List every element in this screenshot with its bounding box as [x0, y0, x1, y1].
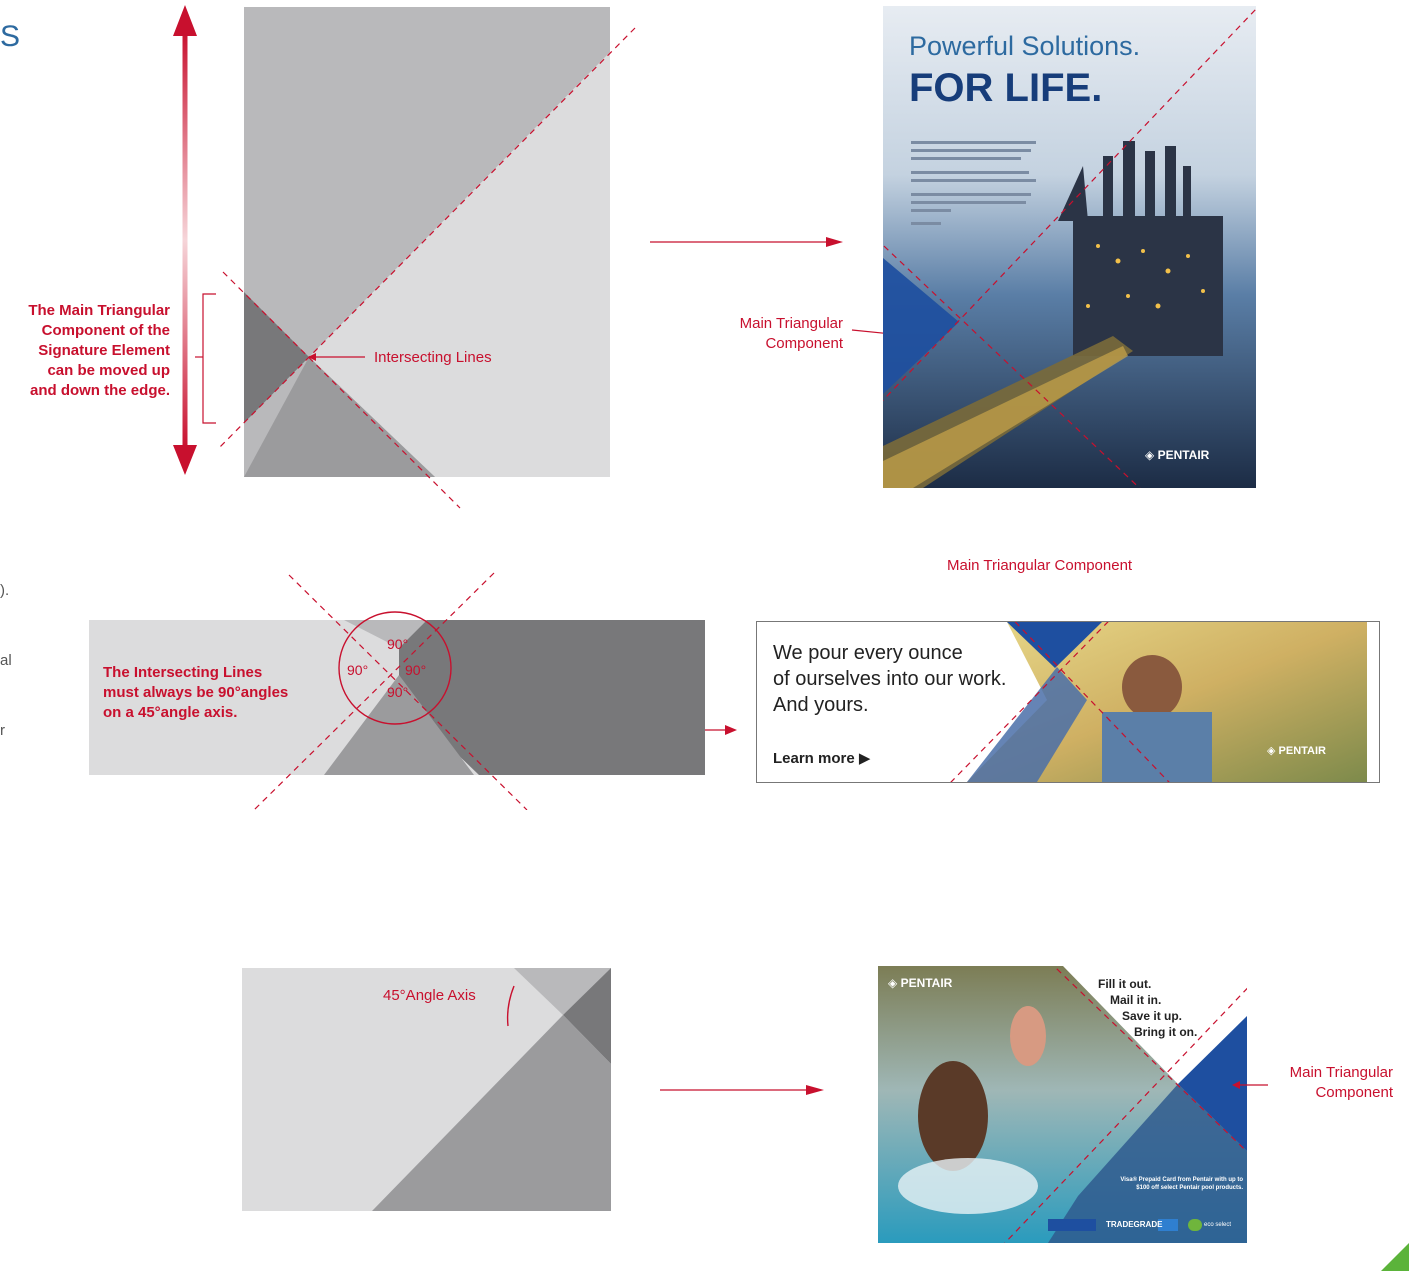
pool-callout-label: Main Triangular Component [1289, 1064, 1393, 1101]
learn-more-link[interactable]: Learn more ▶ [773, 750, 871, 767]
cut-off-text-1: ). [0, 582, 10, 599]
angle-right: 90° [405, 662, 426, 678]
banner-pentair-logo: ◈ PENTAIR [1267, 745, 1326, 757]
banner-ad: We pour every ounce of ourselves into ou… [756, 621, 1380, 783]
cut-off-heading: S [0, 20, 21, 53]
pentair-logo-icon: ◈ [1267, 745, 1279, 757]
vertical-double-arrow-icon [173, 5, 197, 475]
pool-callout-pointer-icon [1232, 1081, 1268, 1089]
angle-bottom: 90° [387, 684, 408, 700]
eco-select-logo: eco select [1204, 1222, 1232, 1228]
ad-headline-2: FOR LIFE. [909, 66, 1103, 110]
banner-callout-label: Main Triangular Component [947, 557, 1133, 574]
arrow-right-icon-3 [660, 1085, 824, 1095]
main-triangle-callout: Main Triangular Component [739, 315, 843, 352]
rule-label: The Intersecting Lines must always be 90… [103, 664, 289, 721]
pool-taglines: Fill it out. Mail it in. Save it up. Bri… [1098, 977, 1198, 1039]
ad-headline-1: Powerful Solutions. [909, 31, 1141, 61]
cut-off-text-3: r [0, 722, 5, 739]
offshore-ad: Powerful Solutions. FOR LIFE. ◈ PENTAIR [883, 6, 1256, 488]
pool-pentair-logo: ◈ PENTAIR [888, 976, 953, 990]
play-triangle-icon: ▶ [858, 750, 871, 767]
pentair-logo: ◈ PENTAIR [1145, 448, 1210, 462]
pool-offer-text: Visa® Prepaid Card from Pentair with up … [1120, 1177, 1243, 1191]
angle-axis-label: 45°Angle Axis [383, 987, 476, 1004]
cut-off-text-2: al [0, 652, 12, 669]
pentair-logo-icon: ◈ [1145, 448, 1158, 462]
angle-top: 90° [387, 636, 408, 652]
signature-element-diagram [195, 7, 636, 509]
corner-triangle-icon [1381, 1243, 1409, 1271]
angle-left: 90° [347, 662, 368, 678]
pool-ad: ◈ PENTAIR Fill it out. Mail it in. Save … [878, 966, 1247, 1243]
arrow-right-icon [650, 237, 843, 247]
pentair-logo-icon: ◈ [888, 976, 901, 990]
intersecting-lines-diagram: 90° 90° 90° 90° [89, 572, 705, 810]
movable-component-label: The Main Triangular Component of the Sig… [28, 302, 170, 399]
intersecting-lines-label: Intersecting Lines [374, 349, 492, 366]
tradegrade-logo: TRADEGRADE [1106, 1220, 1163, 1229]
banner-headline: We pour every ounce of ourselves into ou… [773, 642, 1007, 716]
angle-axis-diagram [242, 968, 611, 1211]
arrow-right-icon-2 [705, 725, 737, 735]
